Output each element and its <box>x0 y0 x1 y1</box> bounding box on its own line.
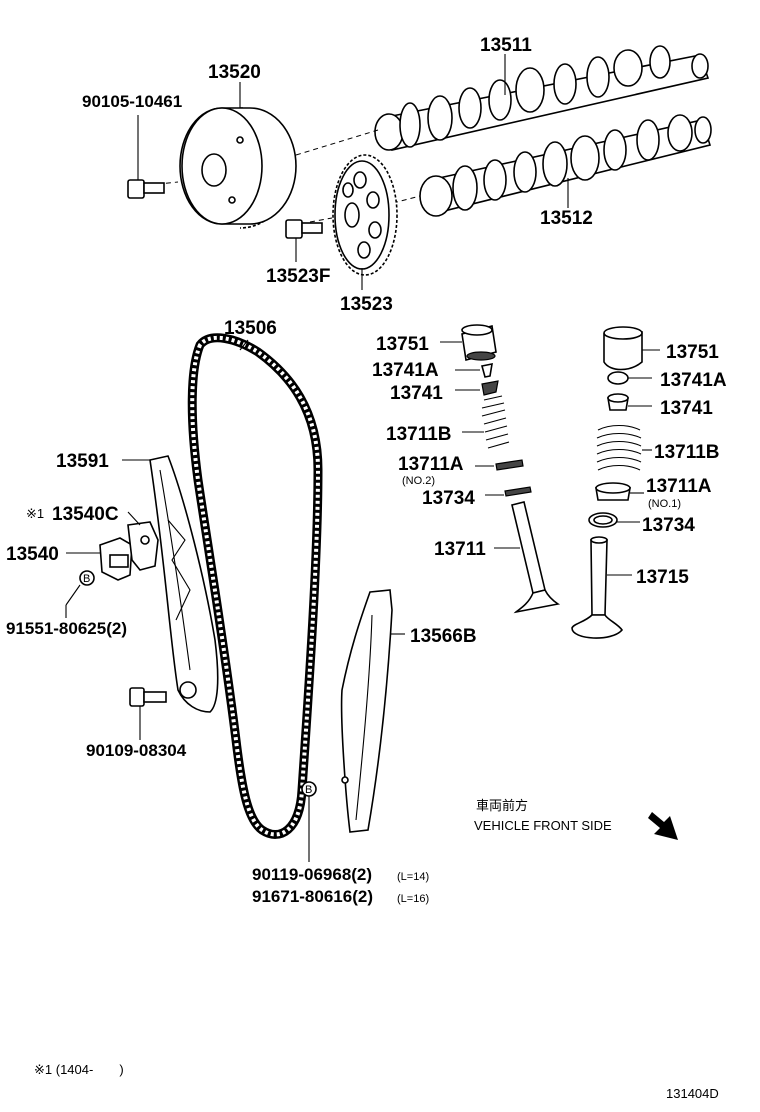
label-13566B: 13566B <box>410 626 477 647</box>
chain-tensioner-arm-13591[interactable] <box>149 455 219 713</box>
chain-guide-13566B[interactable] <box>340 589 393 833</box>
label-13715: 13715 <box>636 567 689 588</box>
spring-retainer-13741-left[interactable] <box>481 380 499 396</box>
label-13734-left: 13734 <box>422 488 475 509</box>
label-13540: 13540 <box>6 544 59 565</box>
label-13711: 13711 <box>434 539 486 560</box>
valve-spring-13711B-right[interactable] <box>596 424 642 471</box>
label-l14: (L=14) <box>397 871 429 883</box>
camshaft-13511[interactable] <box>374 45 710 151</box>
label-90109-08304: 90109-08304 <box>86 741 187 760</box>
label-no2: (NO.2) <box>402 475 435 487</box>
label-13591: 13591 <box>56 451 109 472</box>
valve-guide-13715[interactable] <box>571 536 623 639</box>
label-13540C: 13540C <box>52 504 119 525</box>
label-13711B-left: 13711B <box>386 424 452 445</box>
valve-keeper-13741A-right[interactable] <box>607 371 629 385</box>
label-13741-left: 13741 <box>390 383 443 404</box>
label-91551-80625: 91551-80625(2) <box>6 619 127 638</box>
label-l16: (L=16) <box>397 893 429 905</box>
label-13511: 13511 <box>480 35 532 56</box>
label-no1: (NO.1) <box>648 498 681 510</box>
valve-spring-13711B-left[interactable] <box>481 395 510 449</box>
valve-lifter-13751-left[interactable] <box>461 324 497 362</box>
bolt-90105-10461[interactable] <box>127 179 165 199</box>
valve-keeper-13741A-left[interactable] <box>481 362 493 378</box>
spring-seat-13711A-left[interactable] <box>495 459 524 471</box>
label-13751-left: 13751 <box>376 334 429 355</box>
vehicle-front-arrow-icon <box>648 812 678 840</box>
label-13506: 13506 <box>224 318 277 339</box>
label-13734-right: 13734 <box>642 515 695 536</box>
label-90119-06968: 90119-06968(2) <box>252 865 372 884</box>
label-90105-10461: 90105-10461 <box>82 92 182 111</box>
chain-tensioner-13540[interactable] <box>99 521 159 581</box>
valve-lifter-13751-right[interactable] <box>603 326 643 371</box>
bolt-90109-08304[interactable] <box>129 687 167 707</box>
camshaft-timing-gear-13520[interactable] <box>179 107 297 229</box>
label-13741A-left: 13741A <box>372 360 439 381</box>
direction-en: VEHICLE FRONT SIDE <box>474 818 612 833</box>
label-91671-80616: 91671-80616(2) <box>252 887 373 906</box>
timing-chain-13506[interactable] <box>187 333 323 839</box>
label-13711A-right: 13711A <box>646 476 712 497</box>
diagram-code: 131404D <box>666 1086 719 1101</box>
label-b2: B <box>305 784 312 796</box>
direction-jp: 車両前方 <box>476 798 528 813</box>
label-13741-right: 13741 <box>660 398 713 419</box>
camshaft-13512[interactable] <box>419 114 712 217</box>
label-mark1: ※1 <box>26 506 44 521</box>
valve-stem-seal-13734-left[interactable] <box>504 486 532 497</box>
bolt-13523F[interactable] <box>285 219 323 239</box>
label-13523: 13523 <box>340 294 393 315</box>
label-b1: B <box>83 573 90 585</box>
camshaft-sprocket-13523[interactable] <box>332 154 398 276</box>
label-13523F: 13523F <box>266 266 330 287</box>
valve-stem-seal-13734-right[interactable] <box>588 512 618 528</box>
spring-seat-13711A-right[interactable] <box>595 482 631 501</box>
valve-13711[interactable] <box>511 501 561 614</box>
label-13512: 13512 <box>540 208 593 229</box>
label-13711A-left: 13711A <box>398 454 464 475</box>
footnote: ※1 (1404- ) <box>34 1062 124 1077</box>
label-13711B-right: 13711B <box>654 442 720 463</box>
label-13741A-right: 13741A <box>660 370 727 391</box>
label-13520: 13520 <box>208 62 261 83</box>
label-13751-right: 13751 <box>666 342 719 363</box>
spring-retainer-13741-right[interactable] <box>607 393 629 411</box>
